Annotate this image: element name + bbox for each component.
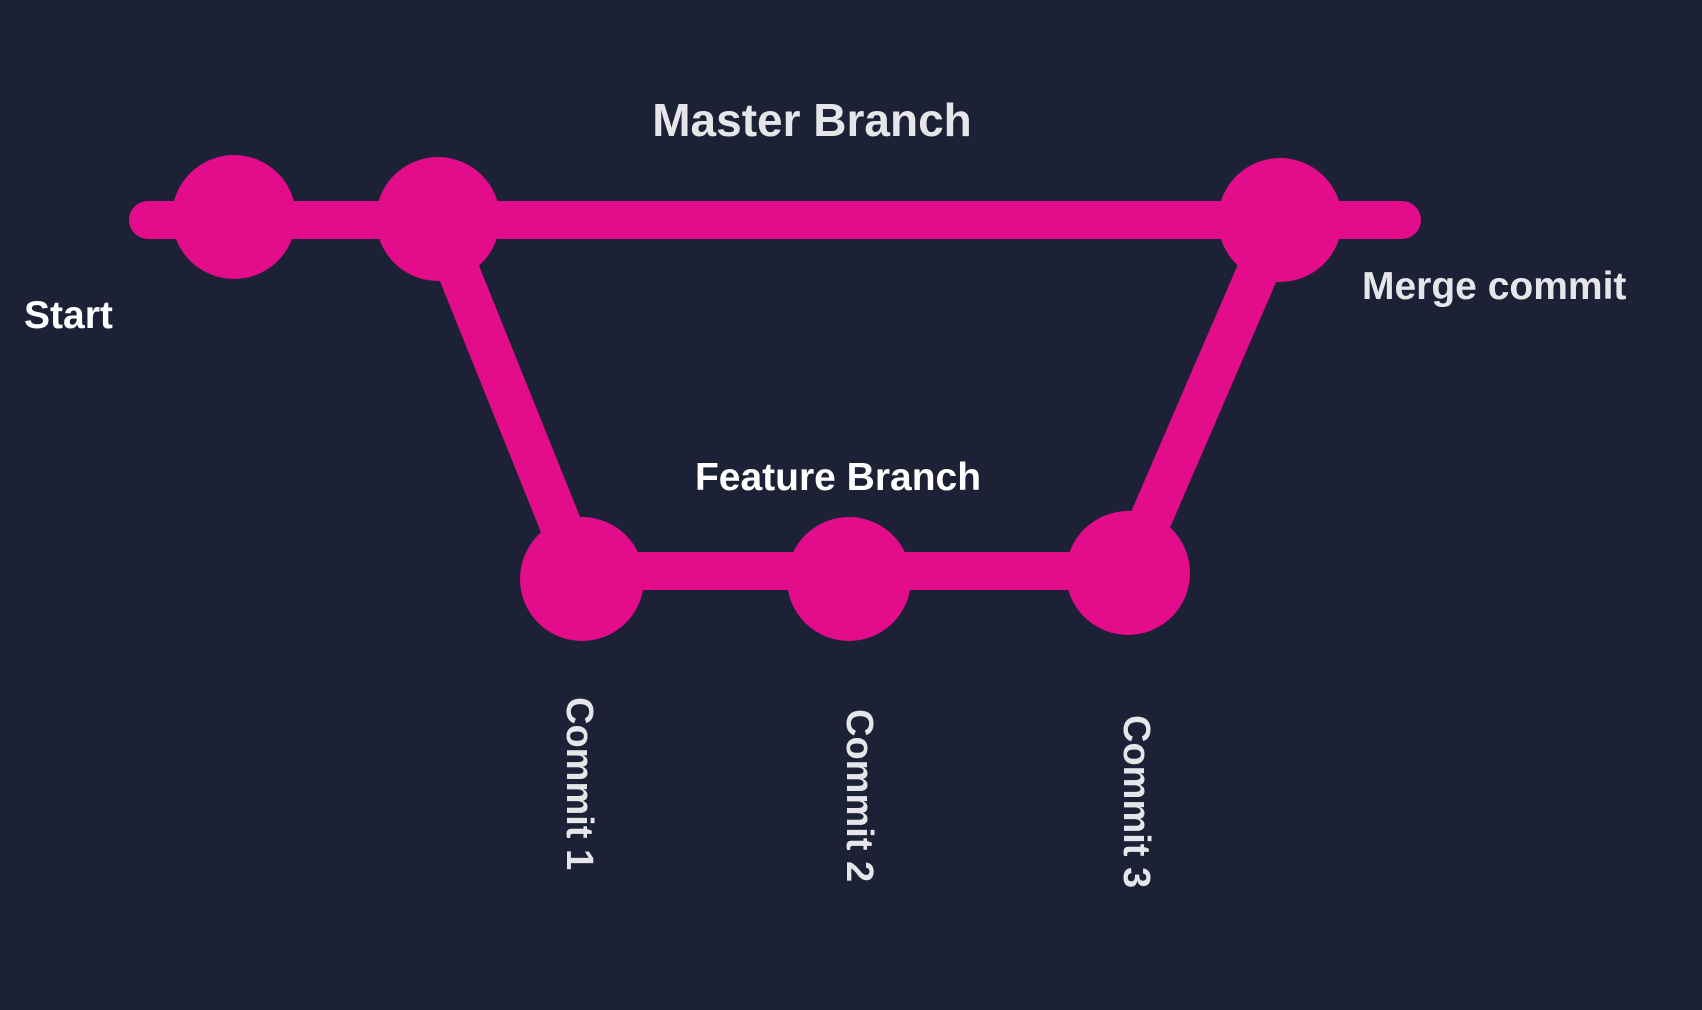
commit-1-label: Commit 1 (558, 697, 600, 870)
merge-commit-node (1218, 158, 1342, 282)
merge-line (1107, 199, 1301, 593)
start-label: Start (24, 294, 113, 337)
start-commit-node (172, 155, 296, 279)
commit-3-label: Commit 3 (1115, 715, 1157, 888)
master-branch-label: Master Branch (652, 94, 972, 146)
commit-2-node (787, 517, 911, 641)
commit-1-node (520, 517, 644, 641)
feature-branch-label: Feature Branch (695, 456, 981, 499)
branch-off-line (417, 199, 603, 599)
commit-nodes (172, 155, 1342, 641)
branch-point-node (376, 157, 500, 281)
commit-3-node (1066, 511, 1190, 635)
merge-commit-label: Merge commit (1362, 265, 1626, 308)
commit-2-label: Commit 2 (838, 709, 880, 882)
